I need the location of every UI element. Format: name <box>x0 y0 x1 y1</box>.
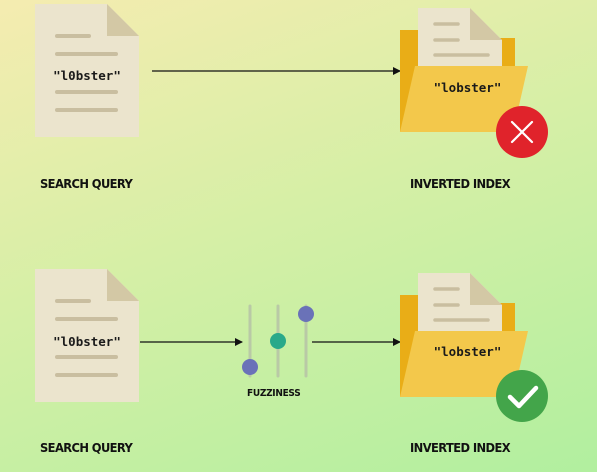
search-query-label-1: SEARCH QUERY <box>40 176 133 192</box>
slider-knob-2 <box>270 333 286 349</box>
inverted-index-folder-1 <box>400 8 528 132</box>
fuzziness-label: FUZZINESS <box>247 388 301 400</box>
query-text-2: "l0bster" <box>53 334 121 349</box>
x-icon <box>496 106 548 158</box>
inverted-index-label-2: INVERTED INDEX <box>410 440 511 456</box>
index-text-2: "lobster" <box>433 344 502 359</box>
inverted-index-label-1: INVERTED INDEX <box>410 176 511 192</box>
search-query-document-2 <box>35 269 139 402</box>
inverted-index-folder-2 <box>400 273 528 397</box>
search-query-document-1 <box>35 4 139 137</box>
check-icon <box>496 370 548 422</box>
slider-knob-3 <box>298 306 314 322</box>
slider-knob-1 <box>242 359 258 375</box>
fuzziness-sliders-icon <box>242 304 314 378</box>
search-query-label-2: SEARCH QUERY <box>40 440 133 456</box>
query-text-1: "l0bster" <box>53 68 121 83</box>
index-text-1: "lobster" <box>433 80 502 95</box>
